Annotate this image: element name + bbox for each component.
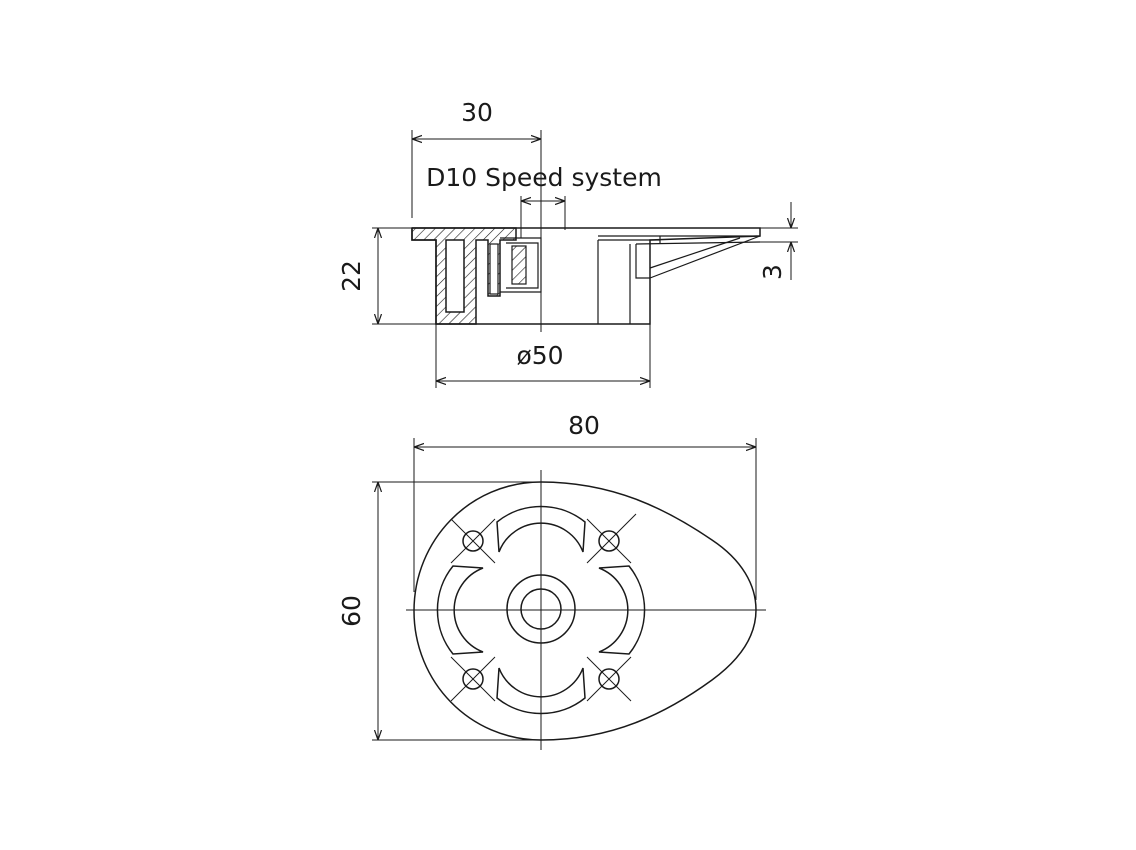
- screw-holes: [462, 530, 620, 690]
- slot-right: [598, 565, 646, 655]
- slot-left: [436, 565, 484, 655]
- dimension-height-22: 22: [337, 227, 436, 325]
- section-view: 30 D10 Speed system: [337, 98, 798, 388]
- dim-label-diameter: ø50: [516, 341, 563, 370]
- slots: [436, 505, 646, 715]
- hub-outer: [506, 574, 576, 644]
- system-label-group: D10 Speed system: [426, 163, 662, 238]
- dimension-width-80: 80: [413, 411, 757, 600]
- plan-view: 80 60: [337, 411, 766, 750]
- dim-label-30: 30: [461, 98, 493, 127]
- screw-hole-bottom-left: [462, 668, 484, 690]
- screw-hole-bottom-right: [598, 668, 620, 690]
- slot-bottom: [496, 667, 586, 715]
- screw-hole-top-right: [598, 530, 620, 552]
- dim-label-3: 3: [758, 264, 787, 280]
- dim-label-60: 60: [337, 595, 366, 627]
- teardrop-outline: [413, 481, 757, 741]
- dimension-width-30: 30: [411, 98, 542, 332]
- dim-label-22: 22: [337, 260, 366, 292]
- system-label: D10 Speed system: [426, 163, 662, 192]
- hub-inner: [520, 588, 562, 630]
- dimension-diameter-50: ø50: [435, 324, 651, 388]
- slot-top: [496, 505, 586, 553]
- hole-crosshairs: [450, 513, 637, 702]
- dimension-height-60: 60: [337, 481, 541, 741]
- section-body: [411, 227, 761, 325]
- screw-hole-top-left: [462, 530, 484, 552]
- dimension-thickness-3: 3: [758, 202, 798, 280]
- dim-label-80: 80: [568, 411, 600, 440]
